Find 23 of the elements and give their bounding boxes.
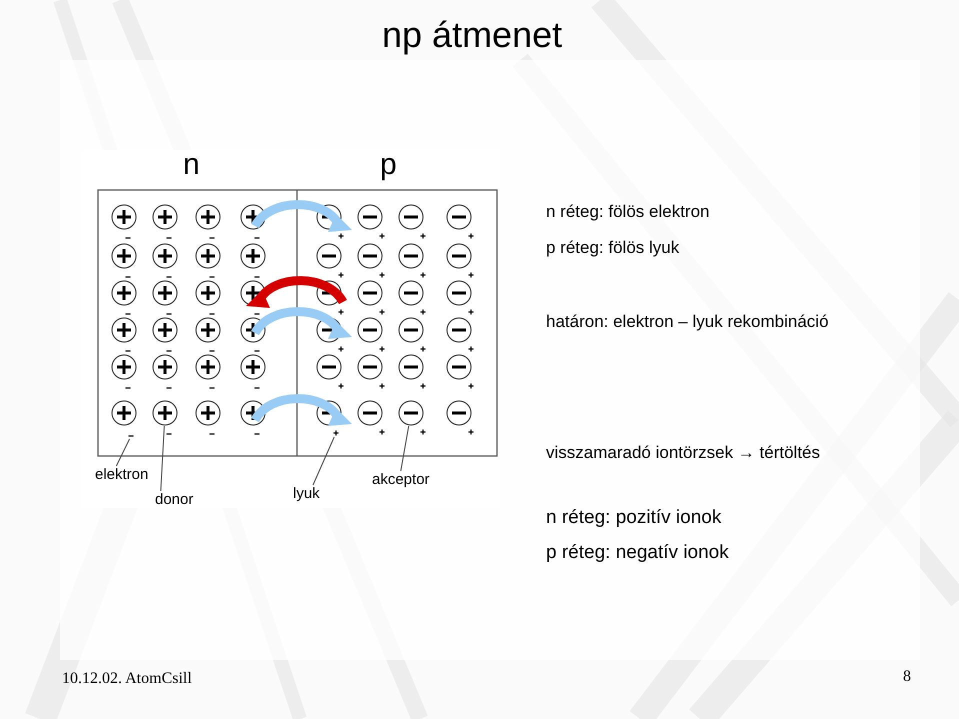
note-text: határon: elektron – lyuk rekombináció (546, 312, 829, 332)
lyuk-label: lyuk (293, 485, 320, 502)
side-label: p (380, 148, 397, 182)
electron-mark (127, 433, 135, 439)
slide-title: np átmenet (382, 14, 562, 56)
donor-ion-icon (152, 400, 178, 426)
note-text: visszamaradó iontörzsek → tértöltés (546, 443, 820, 463)
note-text: n réteg: pozitív ionok (546, 507, 722, 529)
leader-line (160, 426, 165, 492)
leader-line (116, 438, 130, 466)
note-text: n réteg: fölös elektron (546, 202, 710, 222)
page-number: 8 (903, 668, 911, 686)
acceptor-ion-icon (398, 400, 424, 426)
side-label: n (183, 148, 200, 182)
donor-label: donor (155, 491, 194, 508)
note-text: p réteg: negatív ionok (546, 542, 729, 564)
leader-line (400, 426, 410, 472)
footer-text: 10.12.02. AtomCsill (62, 670, 192, 688)
note-text: p réteg: fölös lyuk (546, 238, 680, 258)
hole-mark (332, 429, 340, 437)
elektron-label: elektron (95, 466, 148, 483)
akceptor-label: akceptor (372, 471, 430, 488)
leader-line (312, 436, 335, 486)
